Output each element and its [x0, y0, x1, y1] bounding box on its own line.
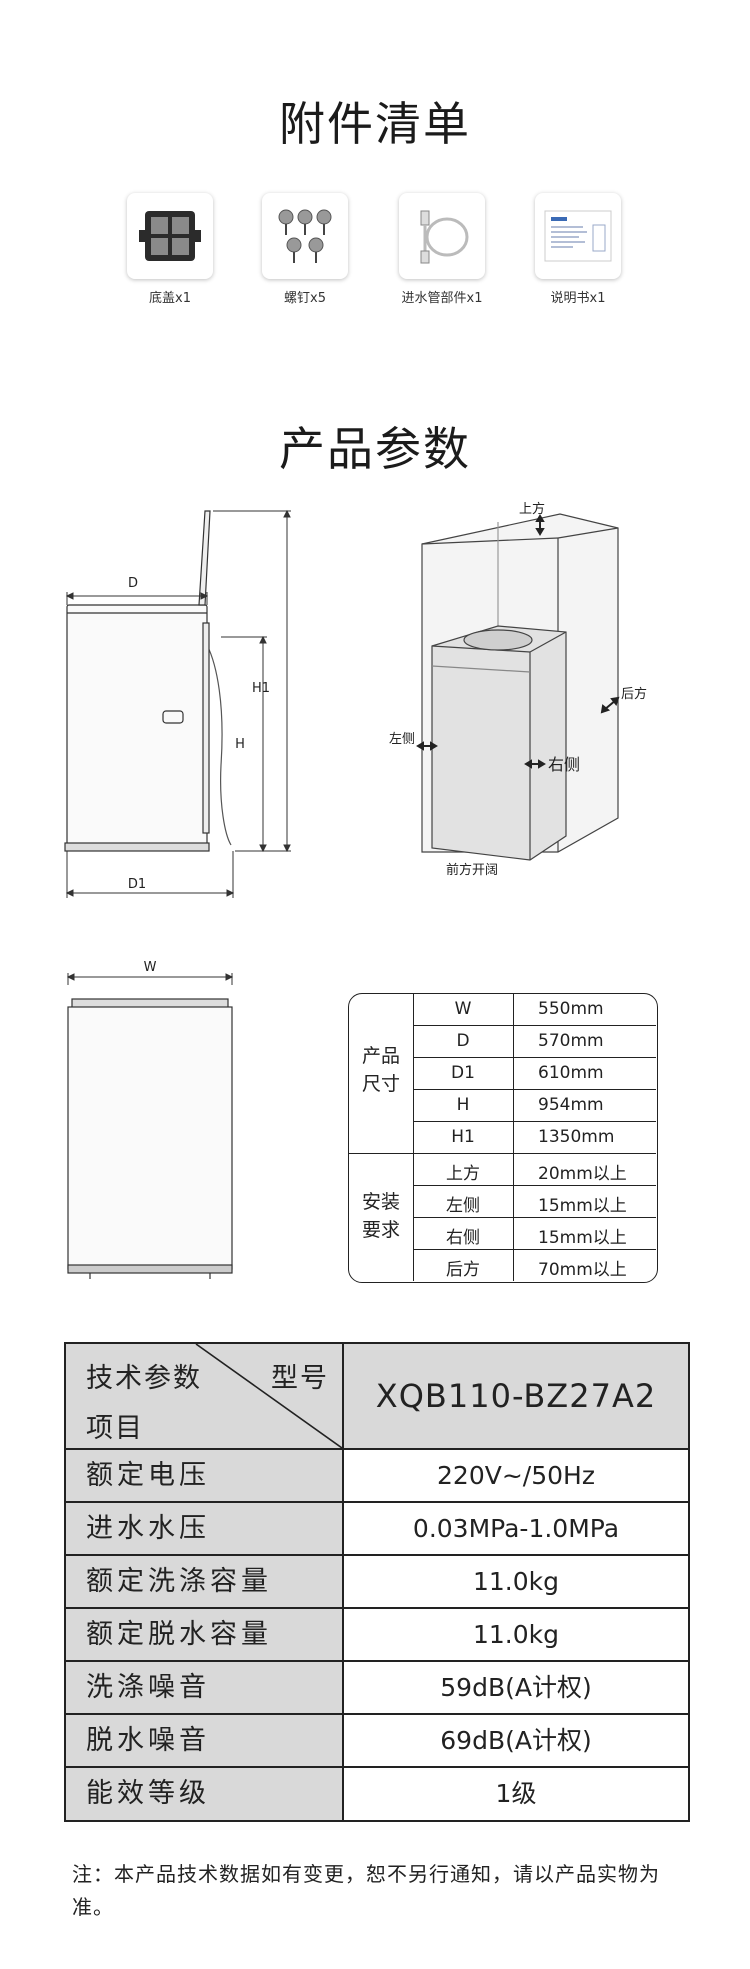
clearance-back-label: 后方	[621, 686, 647, 702]
header-model: 型号	[271, 1363, 329, 1394]
clearance-front-label: 前方开阔	[446, 862, 498, 878]
row-key: 额定脱水容量	[66, 1609, 344, 1660]
spec-value: 20mm以上	[538, 1164, 627, 1184]
dim-label-d: D	[128, 576, 138, 591]
spec-table: 产品 尺寸 安装 要求 W 550mm D 570mm D1 610mm H 9…	[348, 993, 658, 1283]
table-row: 额定洗涤容量 11.0kg	[66, 1556, 688, 1609]
spec-group-size: 产品 尺寸	[361, 1045, 400, 1095]
tech-table: 技术参数 型号 项目 XQB110-BZ27A2 额定电压 220V~/50Hz…	[64, 1342, 690, 1822]
row-key: 洗涤噪音	[66, 1662, 344, 1713]
tech-table-header-cell: 技术参数 型号 项目	[66, 1344, 344, 1450]
table-row: 能效等级 1级	[66, 1768, 688, 1820]
row-key: 进水水压	[66, 1503, 344, 1554]
accessory-screws	[262, 193, 348, 279]
header-item: 项目	[86, 1413, 144, 1444]
accessory-label: 进水管部件x1	[401, 291, 483, 306]
spec-value: 570mm	[538, 1031, 604, 1051]
spec-key: 后方	[446, 1260, 480, 1280]
spec-key: 上方	[446, 1164, 480, 1184]
row-value: 11.0kg	[472, 1620, 559, 1649]
base-cover-icon	[139, 211, 201, 261]
table-row: 额定脱水容量 11.0kg	[66, 1609, 688, 1662]
params-title: 产品参数	[279, 422, 471, 476]
screws-icon	[278, 209, 332, 263]
spec-value: 15mm以上	[538, 1196, 627, 1216]
row-key: 额定洗涤容量	[66, 1556, 344, 1607]
table-row: 洗涤噪音 59dB(A计权)	[66, 1662, 688, 1715]
row-value: 59dB(A计权)	[440, 1673, 592, 1702]
accessory-inlet-hose	[399, 193, 485, 279]
accessory-base-cover	[127, 193, 213, 279]
clearance-right-label: 右侧	[548, 755, 580, 774]
inlet-hose-icon	[420, 210, 469, 264]
spec-value: 70mm以上	[538, 1260, 627, 1280]
clearance-top-label: 上方	[519, 501, 545, 517]
row-value: 11.0kg	[472, 1567, 559, 1596]
front-view-diagram: W	[66, 960, 234, 1279]
spec-key: H1	[451, 1127, 475, 1147]
spec-key: D1	[451, 1063, 475, 1083]
clearance-left-label: 左侧	[389, 732, 415, 747]
dim-label-d1: D1	[128, 877, 146, 892]
spec-key: W	[454, 999, 472, 1019]
row-value: 69dB(A计权)	[440, 1726, 592, 1755]
spec-key: H	[456, 1095, 470, 1115]
spec-value: 550mm	[538, 999, 604, 1019]
accessory-label: 说明书x1	[550, 291, 606, 306]
spec-key: D	[456, 1031, 470, 1051]
accessories-title: 附件清单	[279, 97, 471, 151]
spec-value: 610mm	[538, 1063, 604, 1083]
clearance-diagram: 上方 后方 左侧 右侧 前方开阔	[389, 501, 647, 878]
row-value: 1级	[495, 1779, 537, 1808]
row-value: 220V~/50Hz	[437, 1461, 595, 1490]
table-row: 脱水噪音 69dB(A计权)	[66, 1715, 688, 1768]
spec-key: 左侧	[446, 1196, 480, 1216]
table-row: 进水水压 0.03MPa-1.0MPa	[66, 1503, 688, 1556]
spec-key: 右侧	[446, 1228, 480, 1248]
model-number: XQB110-BZ27A2	[344, 1344, 688, 1450]
table-row: 额定电压 220V~/50Hz	[66, 1450, 688, 1503]
spec-value: 1350mm	[538, 1127, 615, 1147]
accessory-label: 底盖x1	[149, 291, 191, 306]
row-value: 0.03MPa-1.0MPa	[412, 1514, 620, 1543]
row-key: 额定电压	[66, 1450, 344, 1501]
header-tech: 技术参数	[86, 1363, 202, 1394]
spec-group-install: 安装 要求	[361, 1191, 400, 1241]
manual-icon	[544, 210, 612, 262]
side-view-diagram: D D1 H H1	[64, 509, 291, 898]
accessory-label: 螺钉x5	[284, 291, 326, 306]
spec-value: 954mm	[538, 1095, 604, 1115]
diagonal-divider	[195, 1344, 342, 1448]
disclaimer-note: 注：本产品技术数据如有变更，恕不另行通知，请以产品实物为准。	[72, 1862, 660, 1919]
spec-value: 15mm以上	[538, 1228, 627, 1248]
dim-label-h: H	[235, 737, 245, 752]
row-key: 脱水噪音	[66, 1715, 344, 1766]
accessory-manual	[535, 193, 621, 279]
dim-label-h1: H1	[252, 681, 270, 696]
row-key: 能效等级	[66, 1768, 344, 1820]
dim-label-w: W	[144, 960, 157, 975]
